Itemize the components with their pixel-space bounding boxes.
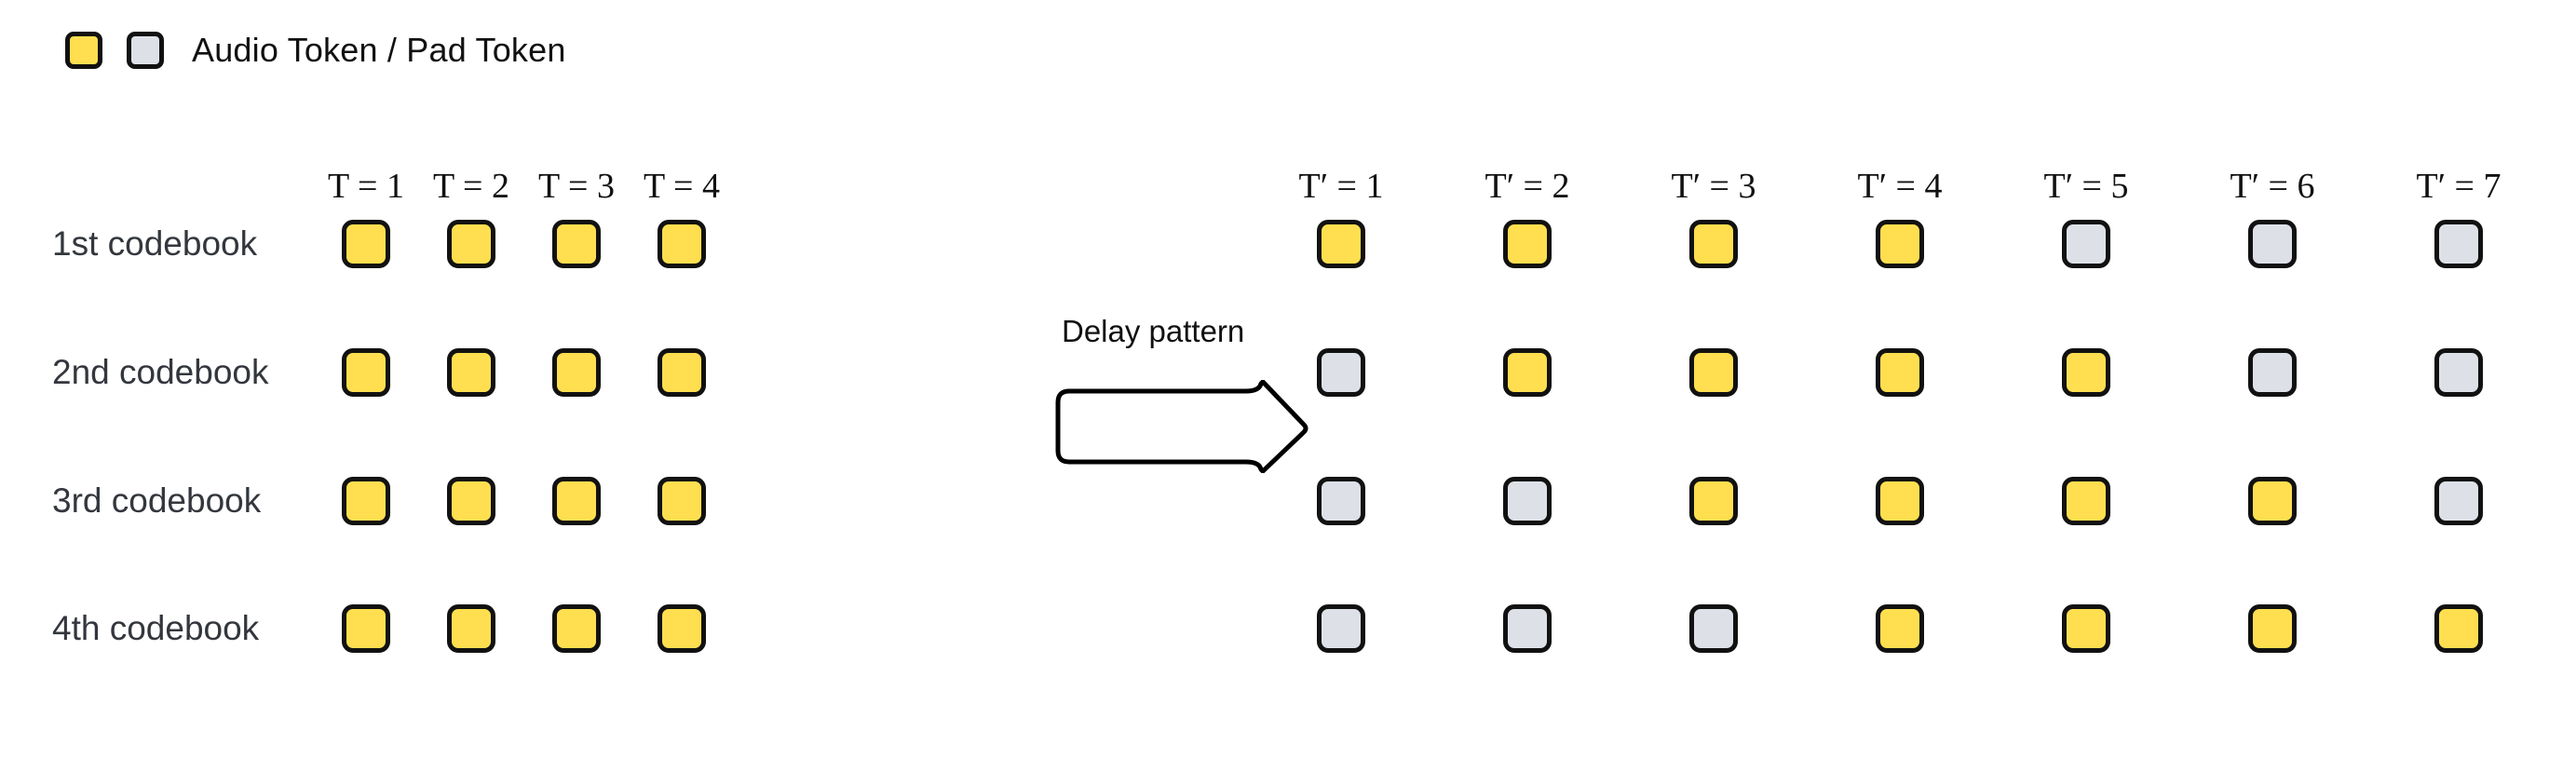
token-audio-after-r2-c3: [1689, 348, 1738, 397]
token-audio-before-r1-c1: [342, 220, 390, 268]
column-header-t-2: T = 2: [433, 167, 509, 206]
row-label-codebook-2: 2nd codebook: [52, 353, 269, 391]
token-audio-before-r4-c2: [447, 604, 495, 653]
token-audio-before-r4-c1: [342, 604, 390, 653]
column-header-tprime-2: T′ = 2: [1485, 167, 1570, 206]
token-pad-after-r4-c1: [1317, 604, 1365, 653]
token-audio-before-r2-c2: [447, 348, 495, 397]
token-pad-after-r2-c7: [2434, 348, 2483, 397]
pad-token-swatch: [127, 32, 164, 69]
column-header-tprime-7: T′ = 7: [2416, 167, 2501, 206]
token-audio-before-r4-c4: [658, 604, 706, 653]
column-header-tprime-5: T′ = 5: [2043, 167, 2129, 206]
token-audio-before-r4-c3: [552, 604, 601, 653]
row-label-codebook-4: 4th codebook: [52, 609, 260, 647]
token-audio-after-r4-c4: [1876, 604, 1924, 653]
token-pad-after-r2-c1: [1317, 348, 1365, 397]
column-header-tprime-6: T′ = 6: [2230, 167, 2315, 206]
token-audio-before-r3-c3: [552, 477, 601, 525]
token-pad-after-r3-c1: [1317, 477, 1365, 525]
token-pad-after-r1-c5: [2062, 220, 2110, 268]
token-audio-after-r4-c7: [2434, 604, 2483, 653]
column-header-t-1: T = 1: [328, 167, 404, 206]
token-audio-before-r3-c4: [658, 477, 706, 525]
token-audio-before-r1-c3: [552, 220, 601, 268]
row-label-codebook-3: 3rd codebook: [52, 481, 262, 520]
column-header-tprime-3: T′ = 3: [1671, 167, 1756, 206]
token-audio-before-r2-c1: [342, 348, 390, 397]
token-pad-after-r2-c6: [2248, 348, 2297, 397]
token-audio-before-r1-c2: [447, 220, 495, 268]
token-pad-after-r3-c2: [1503, 477, 1552, 525]
delay-pattern-label: Delay pattern: [1062, 314, 1245, 348]
token-audio-after-r2-c5: [2062, 348, 2110, 397]
legend-label: Audio Token / Pad Token: [192, 31, 566, 69]
token-pad-after-r3-c7: [2434, 477, 2483, 525]
token-audio-before-r2-c3: [552, 348, 601, 397]
token-audio-after-r4-c5: [2062, 604, 2110, 653]
token-audio-after-r2-c2: [1503, 348, 1552, 397]
token-audio-after-r3-c3: [1689, 477, 1738, 525]
legend: Audio Token / Pad Token: [65, 31, 566, 70]
right-arrow-icon: [1055, 380, 1308, 473]
token-pad-after-r4-c3: [1689, 604, 1738, 653]
token-audio-before-r2-c4: [658, 348, 706, 397]
token-audio-after-r3-c4: [1876, 477, 1924, 525]
token-pad-after-r1-c7: [2434, 220, 2483, 268]
column-header-tprime-1: T′ = 1: [1298, 167, 1384, 206]
column-header-t-3: T = 3: [538, 167, 615, 206]
token-audio-after-r1-c2: [1503, 220, 1552, 268]
token-audio-after-r3-c6: [2248, 477, 2297, 525]
token-audio-before-r3-c1: [342, 477, 390, 525]
column-header-tprime-4: T′ = 4: [1857, 167, 1943, 206]
column-header-t-4: T = 4: [644, 167, 720, 206]
token-pad-after-r4-c2: [1503, 604, 1552, 653]
audio-token-swatch: [65, 32, 102, 69]
row-label-codebook-1: 1st codebook: [52, 224, 258, 263]
token-pad-after-r1-c6: [2248, 220, 2297, 268]
token-audio-before-r3-c2: [447, 477, 495, 525]
token-audio-after-r3-c5: [2062, 477, 2110, 525]
token-audio-after-r1-c3: [1689, 220, 1738, 268]
token-audio-after-r1-c4: [1876, 220, 1924, 268]
token-audio-before-r1-c4: [658, 220, 706, 268]
token-audio-after-r4-c6: [2248, 604, 2297, 653]
token-audio-after-r1-c1: [1317, 220, 1365, 268]
token-audio-after-r2-c4: [1876, 348, 1924, 397]
